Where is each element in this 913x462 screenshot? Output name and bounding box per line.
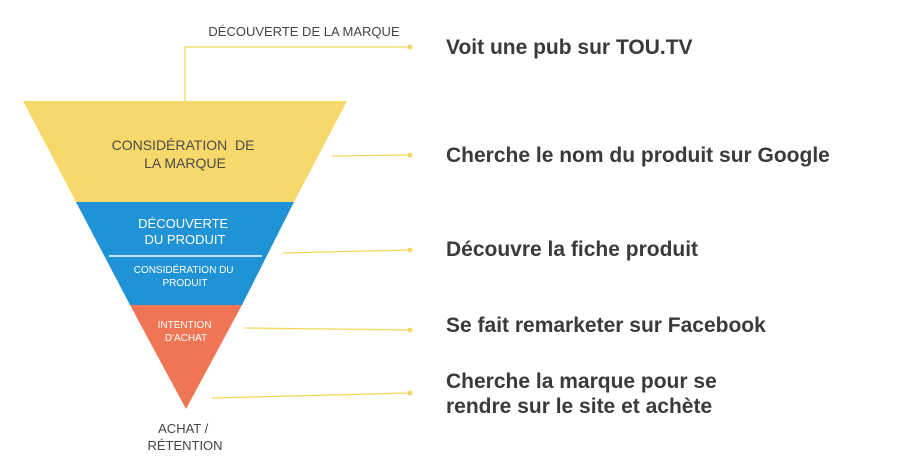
funnel-segment-purchase-intent xyxy=(130,305,242,409)
segment-label-purchase-intent: INTENTION D'ACHAT xyxy=(158,320,215,344)
funnel-segment-product-discovery xyxy=(76,202,294,305)
step-facebook-remarketing: Se fait remarketer sur Facebook xyxy=(446,314,766,337)
funnel-segment-brand-consideration xyxy=(23,101,347,202)
step-tou-tv-ad: Voit une pub sur TOU.TV xyxy=(446,36,693,59)
connector-dot xyxy=(407,327,413,333)
top-label: DÉCOUVERTE DE LA MARQUE xyxy=(208,24,400,39)
segment-label-product-consideration: CONSIDÉRATION DU PRODUIT xyxy=(134,263,237,289)
connector-dots xyxy=(407,44,413,396)
step-purchase-line-1: Cherche la marque pour se xyxy=(446,370,717,393)
connector-dot xyxy=(407,44,413,50)
connector-product xyxy=(282,249,411,254)
connector-purchase xyxy=(211,392,411,399)
segment-label-brand-consideration: CONSIDÉRATION DE LA MARQUE xyxy=(112,137,259,171)
connector-dot xyxy=(407,390,413,396)
bottom-label: ACHAT / RÉTENTION xyxy=(147,421,222,453)
segment-label-product-discovery: DÉCOUVERTE DU PRODUIT xyxy=(138,216,232,247)
connector-dot xyxy=(407,247,413,253)
connector-lines xyxy=(184,46,411,399)
connector-brand-consideration xyxy=(331,154,411,157)
connector-dot xyxy=(407,152,413,158)
step-purchase-line-2: rendre sur le site et achète xyxy=(446,395,713,418)
step-purchase: Cherche la marque pour se rendre sur le … xyxy=(446,369,717,419)
connector-intent xyxy=(244,327,411,331)
step-product-page: Découvre la fiche produit xyxy=(446,238,699,261)
step-google-search: Cherche le nom du produit sur Google xyxy=(446,144,830,167)
connector-top xyxy=(184,46,410,101)
